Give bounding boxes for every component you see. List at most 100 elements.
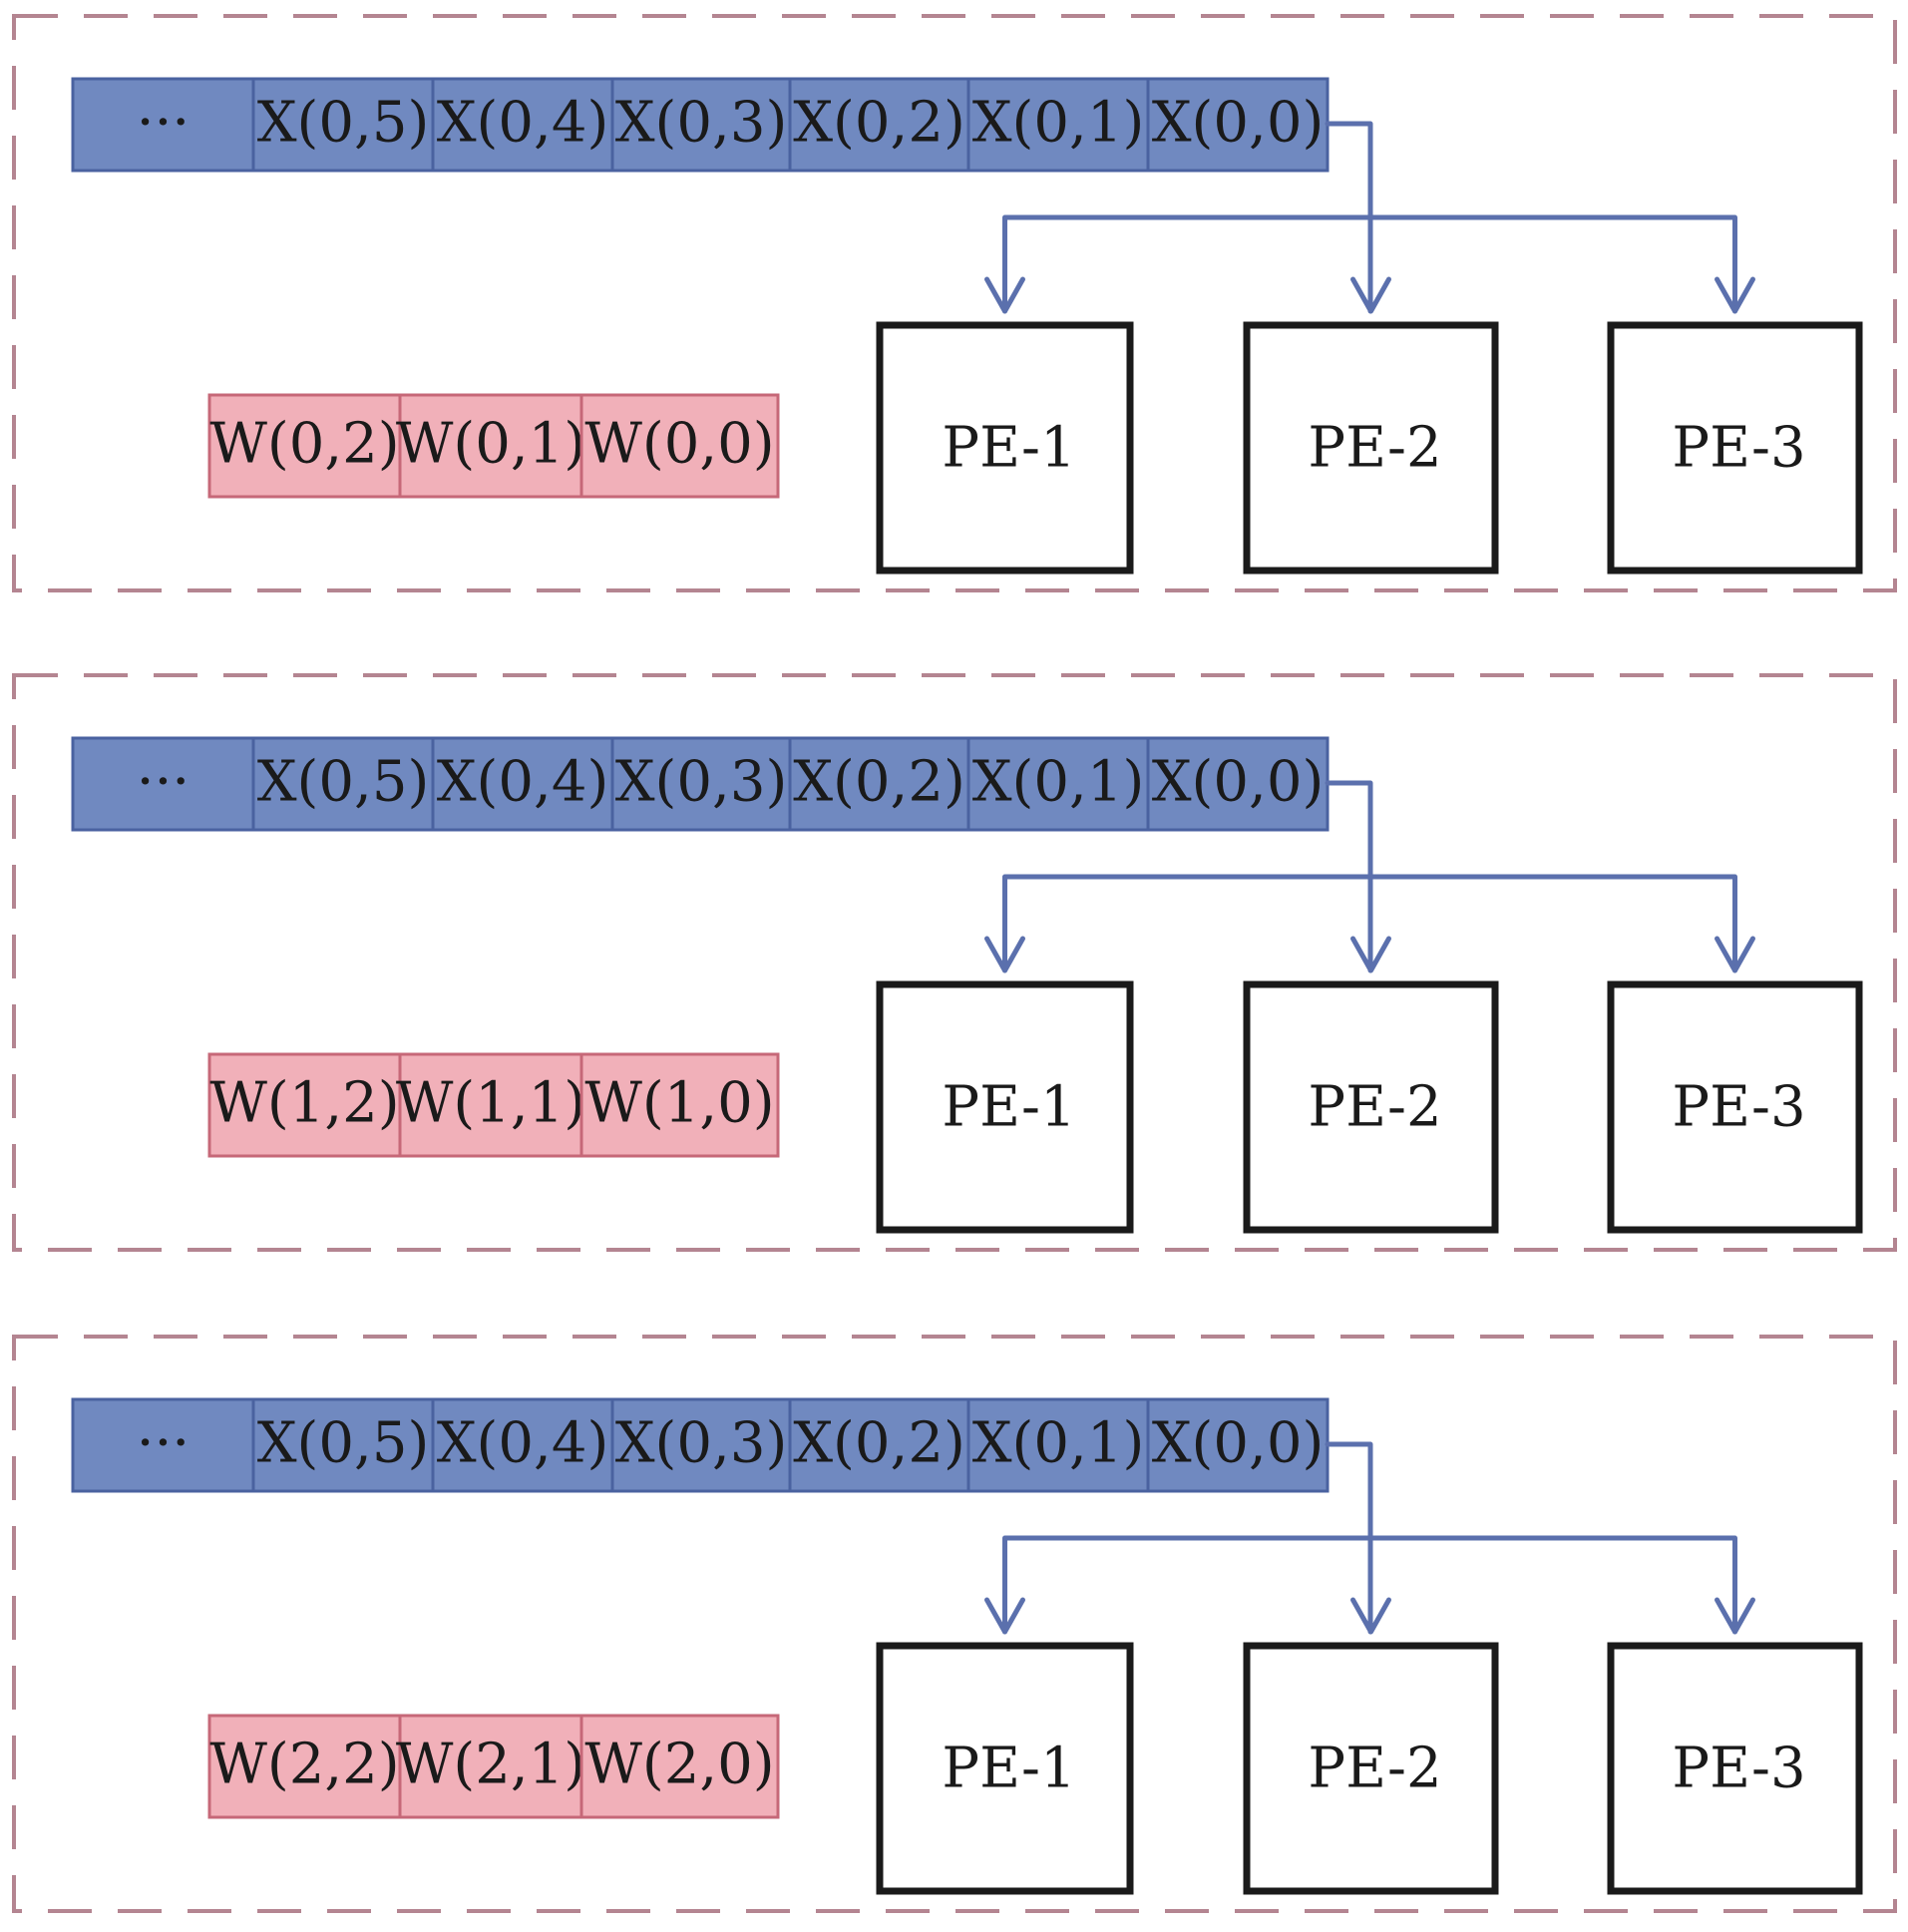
data-trunk-line bbox=[1325, 121, 1373, 314]
pe-box bbox=[1243, 980, 1499, 1234]
x-buffer-cell-box bbox=[788, 1397, 970, 1493]
weight-cell-label: W(1,1) bbox=[396, 1071, 585, 1136]
pe-label: PE-2 bbox=[1308, 1737, 1441, 1801]
pe-label: PE-1 bbox=[942, 1737, 1075, 1801]
arrow-head bbox=[1715, 936, 1755, 973]
weight-cell-label: W(0,1) bbox=[396, 412, 585, 477]
weight-cell-box bbox=[579, 1714, 780, 1819]
weight-cell-label: W(2,0) bbox=[584, 1733, 774, 1797]
x-buffer-cell: ··· bbox=[71, 736, 255, 832]
broadcast-arrows bbox=[984, 121, 1755, 314]
weight-cell-box bbox=[398, 1714, 583, 1819]
pe-label: PE-3 bbox=[1672, 1075, 1805, 1140]
data-bus-line bbox=[1002, 874, 1737, 973]
x-buffer-cell-label: X(0,0) bbox=[1152, 750, 1325, 815]
weight-cell-label: W(0,0) bbox=[584, 412, 774, 477]
x-buffer-cell-box bbox=[610, 736, 792, 832]
stage-2: ···X(0,5)X(0,4)X(0,3)X(0,2)X(0,1)X(0,0)W… bbox=[12, 673, 1897, 1252]
x-buffer-cell-label: ··· bbox=[137, 750, 190, 815]
weight-buffer: W(1,2)W(1,1)W(1,0) bbox=[207, 1052, 780, 1158]
weight-cell: W(0,2) bbox=[207, 393, 402, 499]
weight-cell-label: W(2,2) bbox=[209, 1733, 399, 1797]
stage-frame bbox=[12, 1335, 1897, 1913]
x-buffer-cell-label: X(0,5) bbox=[257, 750, 430, 815]
x-buffer-cell-box bbox=[71, 736, 255, 832]
arrow-head bbox=[1350, 936, 1391, 973]
weight-cell-box bbox=[579, 393, 780, 499]
pe-label: PE-3 bbox=[1672, 416, 1805, 481]
x-buffer-cell-label: X(0,1) bbox=[972, 91, 1145, 156]
x-buffer-cell-label: X(0,3) bbox=[615, 750, 788, 815]
pe-unit: PE-2 bbox=[1243, 321, 1499, 575]
x-buffer-cell: X(0,1) bbox=[966, 77, 1150, 173]
weight-buffer: W(0,2)W(0,1)W(0,0) bbox=[207, 393, 780, 499]
pe-box bbox=[1607, 1642, 1863, 1895]
x-buffer-cell: X(0,3) bbox=[610, 736, 792, 832]
processing-elements: PE-1 PE-2 PE-3 bbox=[876, 321, 1863, 575]
x-buffer-cell-label: ··· bbox=[137, 91, 190, 156]
arrow-head bbox=[1715, 1597, 1755, 1635]
pe-unit: PE-1 bbox=[876, 980, 1134, 1234]
x-buffer-cell: X(0,0) bbox=[1146, 77, 1330, 173]
stage-1: ··· X(0,5)X(0,4)X(0,3)X(0,2)X(0,1)X(0,0) W… bbox=[12, 14, 1897, 592]
data-trunk-line bbox=[1325, 780, 1373, 973]
x-buffer-cell-label: X(0,3) bbox=[615, 91, 788, 156]
pe-unit: PE-2 bbox=[1243, 980, 1499, 1234]
weight-cell-label: W(2,1) bbox=[396, 1733, 585, 1797]
pe-box bbox=[876, 980, 1134, 1234]
x-buffer-cell: X(0,5) bbox=[251, 77, 435, 173]
x-buffer-cell: X(0,3) bbox=[610, 77, 792, 173]
x-buffer-cell-box bbox=[431, 77, 614, 173]
x-buffer-cell: ··· bbox=[71, 77, 255, 173]
pe-unit: PE-3 bbox=[1607, 321, 1863, 575]
x-buffer-cell-label: X(0,1) bbox=[972, 1411, 1145, 1476]
weight-cell: W(2,2) bbox=[207, 1714, 402, 1819]
stage-3: ··· X(0,5)X(0,4)X(0,3)X(0,2)X(0,1)X(0,0) W… bbox=[12, 1335, 1897, 1913]
x-buffer-cell: X(0,2) bbox=[788, 77, 970, 173]
weight-cell: W(0,1) bbox=[396, 393, 585, 499]
x-buffer-cell: X(0,3) bbox=[610, 1397, 792, 1493]
pe-label: PE-1 bbox=[942, 416, 1075, 481]
pe-unit: PE-1 bbox=[876, 321, 1134, 575]
x-buffer-cell: X(0,4) bbox=[431, 1397, 614, 1493]
x-input-buffer: ··· X(0,5)X(0,4)X(0,3)X(0,2)X(0,1)X(0,0) bbox=[71, 77, 1330, 173]
x-buffer-cell-label: X(0,4) bbox=[437, 91, 609, 156]
weight-cell-box bbox=[398, 393, 583, 499]
data-trunk-line bbox=[1325, 1441, 1373, 1635]
x-buffer-cell-label: X(0,4) bbox=[437, 1411, 609, 1476]
stage-frame bbox=[12, 673, 1897, 1252]
x-buffer-cell-box bbox=[1146, 736, 1330, 832]
processing-elements: PE-1 PE-2 PE-3 bbox=[876, 980, 1863, 1234]
arrow-head bbox=[984, 936, 1025, 973]
x-buffer-cell: X(0,0) bbox=[1146, 736, 1330, 832]
weight-cell: W(2,1) bbox=[396, 1714, 585, 1819]
x-buffer-cell-label: X(0,4) bbox=[437, 750, 609, 815]
pe-unit: PE-3 bbox=[1607, 1642, 1863, 1895]
pe-box bbox=[1243, 1642, 1499, 1895]
weight-cell: W(2,0) bbox=[579, 1714, 780, 1819]
x-buffer-cell-box bbox=[966, 1397, 1150, 1493]
arrow-head bbox=[1350, 276, 1391, 314]
pe-box bbox=[1243, 321, 1499, 575]
weight-cell: W(1,2) bbox=[207, 1052, 402, 1158]
x-buffer-cell-label: X(0,5) bbox=[257, 91, 430, 156]
weight-cell-box bbox=[207, 1052, 402, 1158]
processing-elements: PE-1 PE-2 PE-3 bbox=[876, 1642, 1863, 1895]
x-buffer-cell: X(0,5) bbox=[251, 736, 435, 832]
weight-cell-label: W(1,0) bbox=[584, 1071, 774, 1136]
weight-cell-box bbox=[398, 1052, 583, 1158]
weight-cell-box bbox=[207, 1714, 402, 1819]
weight-cell: W(1,1) bbox=[396, 1052, 585, 1158]
x-buffer-cell-label: X(0,2) bbox=[793, 1411, 965, 1476]
x-buffer-cell-label: ··· bbox=[137, 1411, 190, 1476]
pe-unit: PE-3 bbox=[1607, 980, 1863, 1234]
x-buffer-cell-label: X(0,5) bbox=[257, 1411, 430, 1476]
broadcast-arrows bbox=[984, 780, 1755, 973]
data-bus-line bbox=[1002, 1535, 1737, 1635]
pe-box bbox=[876, 321, 1134, 575]
x-buffer-cell: X(0,0) bbox=[1146, 1397, 1330, 1493]
arrow-head bbox=[984, 276, 1025, 314]
x-buffer-cell-box bbox=[251, 77, 435, 173]
x-buffer-cell-label: X(0,0) bbox=[1152, 1411, 1325, 1476]
